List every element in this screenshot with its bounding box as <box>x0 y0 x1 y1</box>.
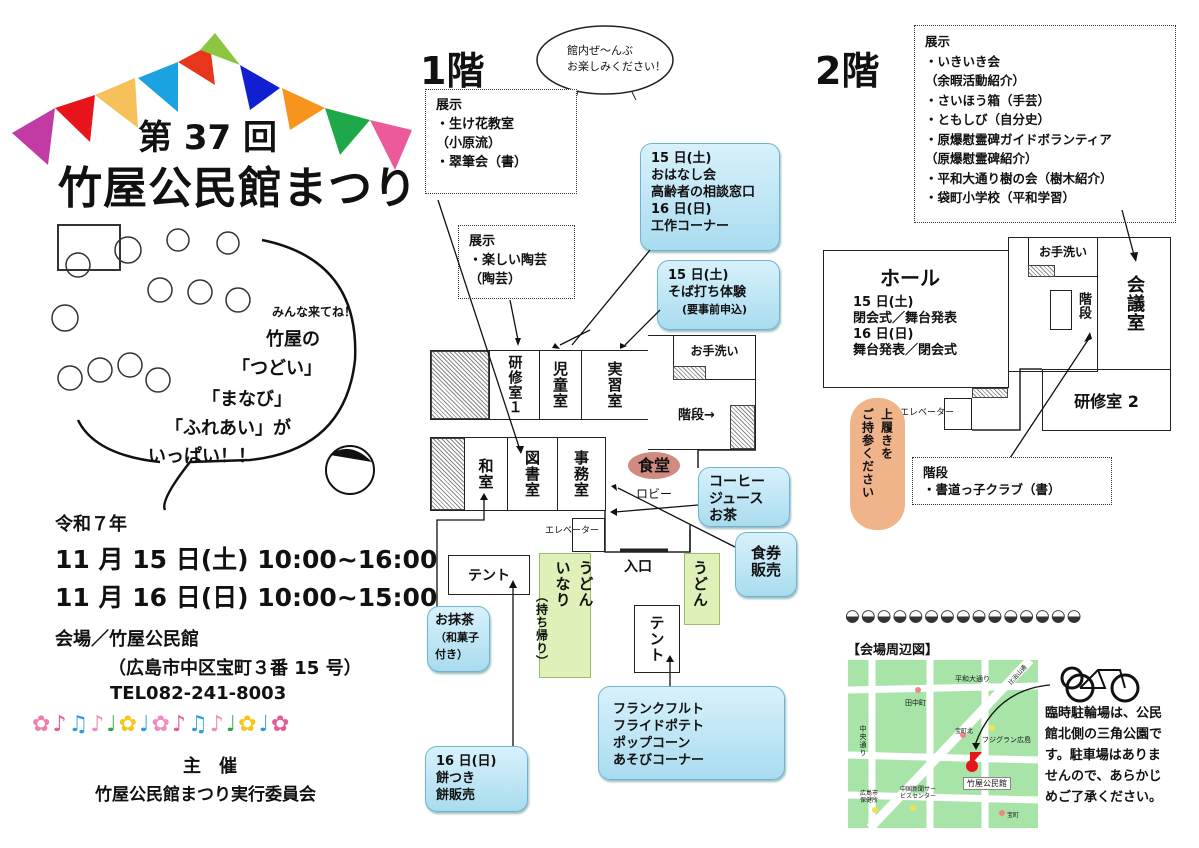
flower-music-decoration: ✿♪♫♪♩✿♩✿♪♫♪♩✿♩✿ <box>32 712 292 737</box>
map-heading: 【会場周辺図】 <box>847 643 939 658</box>
bubble-line: 「まなび」 <box>202 389 292 410</box>
room-kenshu1: 研修室１ <box>489 350 540 420</box>
hatched-area <box>431 351 489 419</box>
room-meeting: 会議室 <box>1097 237 1171 370</box>
udon-inari-stall: うどんいなり（持ち帰り） <box>535 553 595 678</box>
era-year: 令和７年 <box>55 514 127 535</box>
tent-2: テント <box>634 605 680 673</box>
greeting-text: 館内ぜ～んぶお楽しみください！ <box>567 44 666 73</box>
udon-stall: うどん <box>684 553 720 625</box>
map-label: 中央通り <box>859 725 867 757</box>
mochi-box: 16 日(日)餅つき餅販売 <box>425 746 528 812</box>
map-label: 田中町 <box>905 699 926 707</box>
hatched-area <box>673 366 706 380</box>
elevator-2f <box>944 398 972 430</box>
bubble-line: 竹屋の <box>266 329 320 350</box>
date-day1: 11 月 15 日(土) 10:00~16:00 <box>55 545 438 574</box>
date-day2: 11 月 16 日(日) 10:00~15:00 <box>55 583 438 612</box>
organizer-label: 主 催 <box>183 756 237 777</box>
pumpkin-row-decoration: ◒◒◒◒◒◒◒◒◒◒◒◒◒◒◒ <box>845 606 1083 626</box>
edition-title: 第 37 回 <box>138 118 277 158</box>
exhibit-box-1f-a: 展示・生け花教室（小原流）・翠筆会（書） <box>425 89 577 194</box>
festival-title: 竹屋公民館まつり <box>58 163 418 214</box>
room-kenshu2: 研修室 2 <box>1042 369 1171 431</box>
stairs-box-2f <box>1050 290 1072 330</box>
map-label: 宝町 <box>1007 812 1020 819</box>
hatched-area <box>730 405 755 449</box>
bubble-call: みんな来てね！ <box>272 305 357 319</box>
elevator-label-1f: エレベーター <box>545 526 600 536</box>
bubble-line: いっぱい！！ <box>148 446 256 467</box>
soba-event-box: 15 日(土)そば打ち体験(要事前申込) <box>657 260 780 330</box>
venue: 会場／竹屋公民館 <box>55 629 199 650</box>
hatched-area <box>1028 265 1055 277</box>
address: （広島市中区宝町３番 15 号） <box>108 658 362 679</box>
exhibit-box-1f-b: 展示・楽しい陶芸（陶芸） <box>458 225 575 299</box>
drinks-box: コーヒージュースお茶 <box>698 467 790 527</box>
elevator-1f <box>572 518 605 552</box>
map-label: 広島市保健所 <box>860 790 879 804</box>
cafeteria-label: 食堂 <box>628 452 680 479</box>
elevator-label-2f: エレベーター <box>900 408 955 418</box>
map-label: 比治山通 <box>1007 663 1029 687</box>
stairs-exhibit-box: 階段・書道っ子クラブ（書） <box>912 457 1112 505</box>
floor2-heading: 2階 <box>815 49 880 93</box>
organizer: 竹屋公民館まつり実行委員会 <box>95 785 316 805</box>
room-washitsu: 和室 <box>464 437 508 511</box>
room-jido: 児童室 <box>539 350 582 420</box>
hall <box>823 250 1009 388</box>
stairs-label-1f: 階段→ <box>678 408 715 423</box>
map-label: 中国新聞サービスセンター <box>900 786 937 800</box>
map-label-venue: 竹屋公民館 <box>963 777 1011 790</box>
bring-slippers-note: 上履きをご持参ください <box>850 398 905 530</box>
hatched-area <box>431 438 465 510</box>
food-stalls-box: フランクフルトフライドポテトポップコーンあそびコーナー <box>598 686 785 780</box>
parking-note: 臨時駐輪場は、公民館北側の三角公園です。駐車場はありませんので、あらかじめご了承… <box>1045 706 1163 805</box>
lobby-label: ロビー <box>636 487 673 501</box>
tent-1: テント <box>448 555 530 595</box>
map-label: 宝町北 <box>955 728 974 735</box>
floor1-heading: 1階 <box>420 49 485 93</box>
entrance-label: 入口 <box>624 559 652 575</box>
meal-tickets-box: 食券販売 <box>735 532 797 597</box>
bubble-line: 「ふれあい」が <box>165 418 291 439</box>
stairs-label-2f: 階段 <box>1076 292 1091 320</box>
map-label: 平和大通り <box>955 675 990 683</box>
room-jisshu: 実習室 <box>581 350 649 420</box>
room-jimu: 事務室 <box>557 437 606 511</box>
matcha-box: お抹茶（和菓子付き） <box>427 606 490 672</box>
hatched-area <box>972 388 1008 398</box>
exhibit-box-2f: 展示・いきいき会（余暇活動紹介）・さいほう箱（手芸）・ともしび（自分史）・原爆慰… <box>914 25 1176 223</box>
map-label: フジグラン広島 <box>982 736 1031 744</box>
hall-label: ホール <box>880 266 940 290</box>
bubble-line: 「つどい」 <box>232 358 322 379</box>
telephone: TEL082-241-8003 <box>110 683 287 704</box>
room-tosho: 図書室 <box>507 437 558 511</box>
room-toilet-1f: お手洗い <box>673 335 756 380</box>
